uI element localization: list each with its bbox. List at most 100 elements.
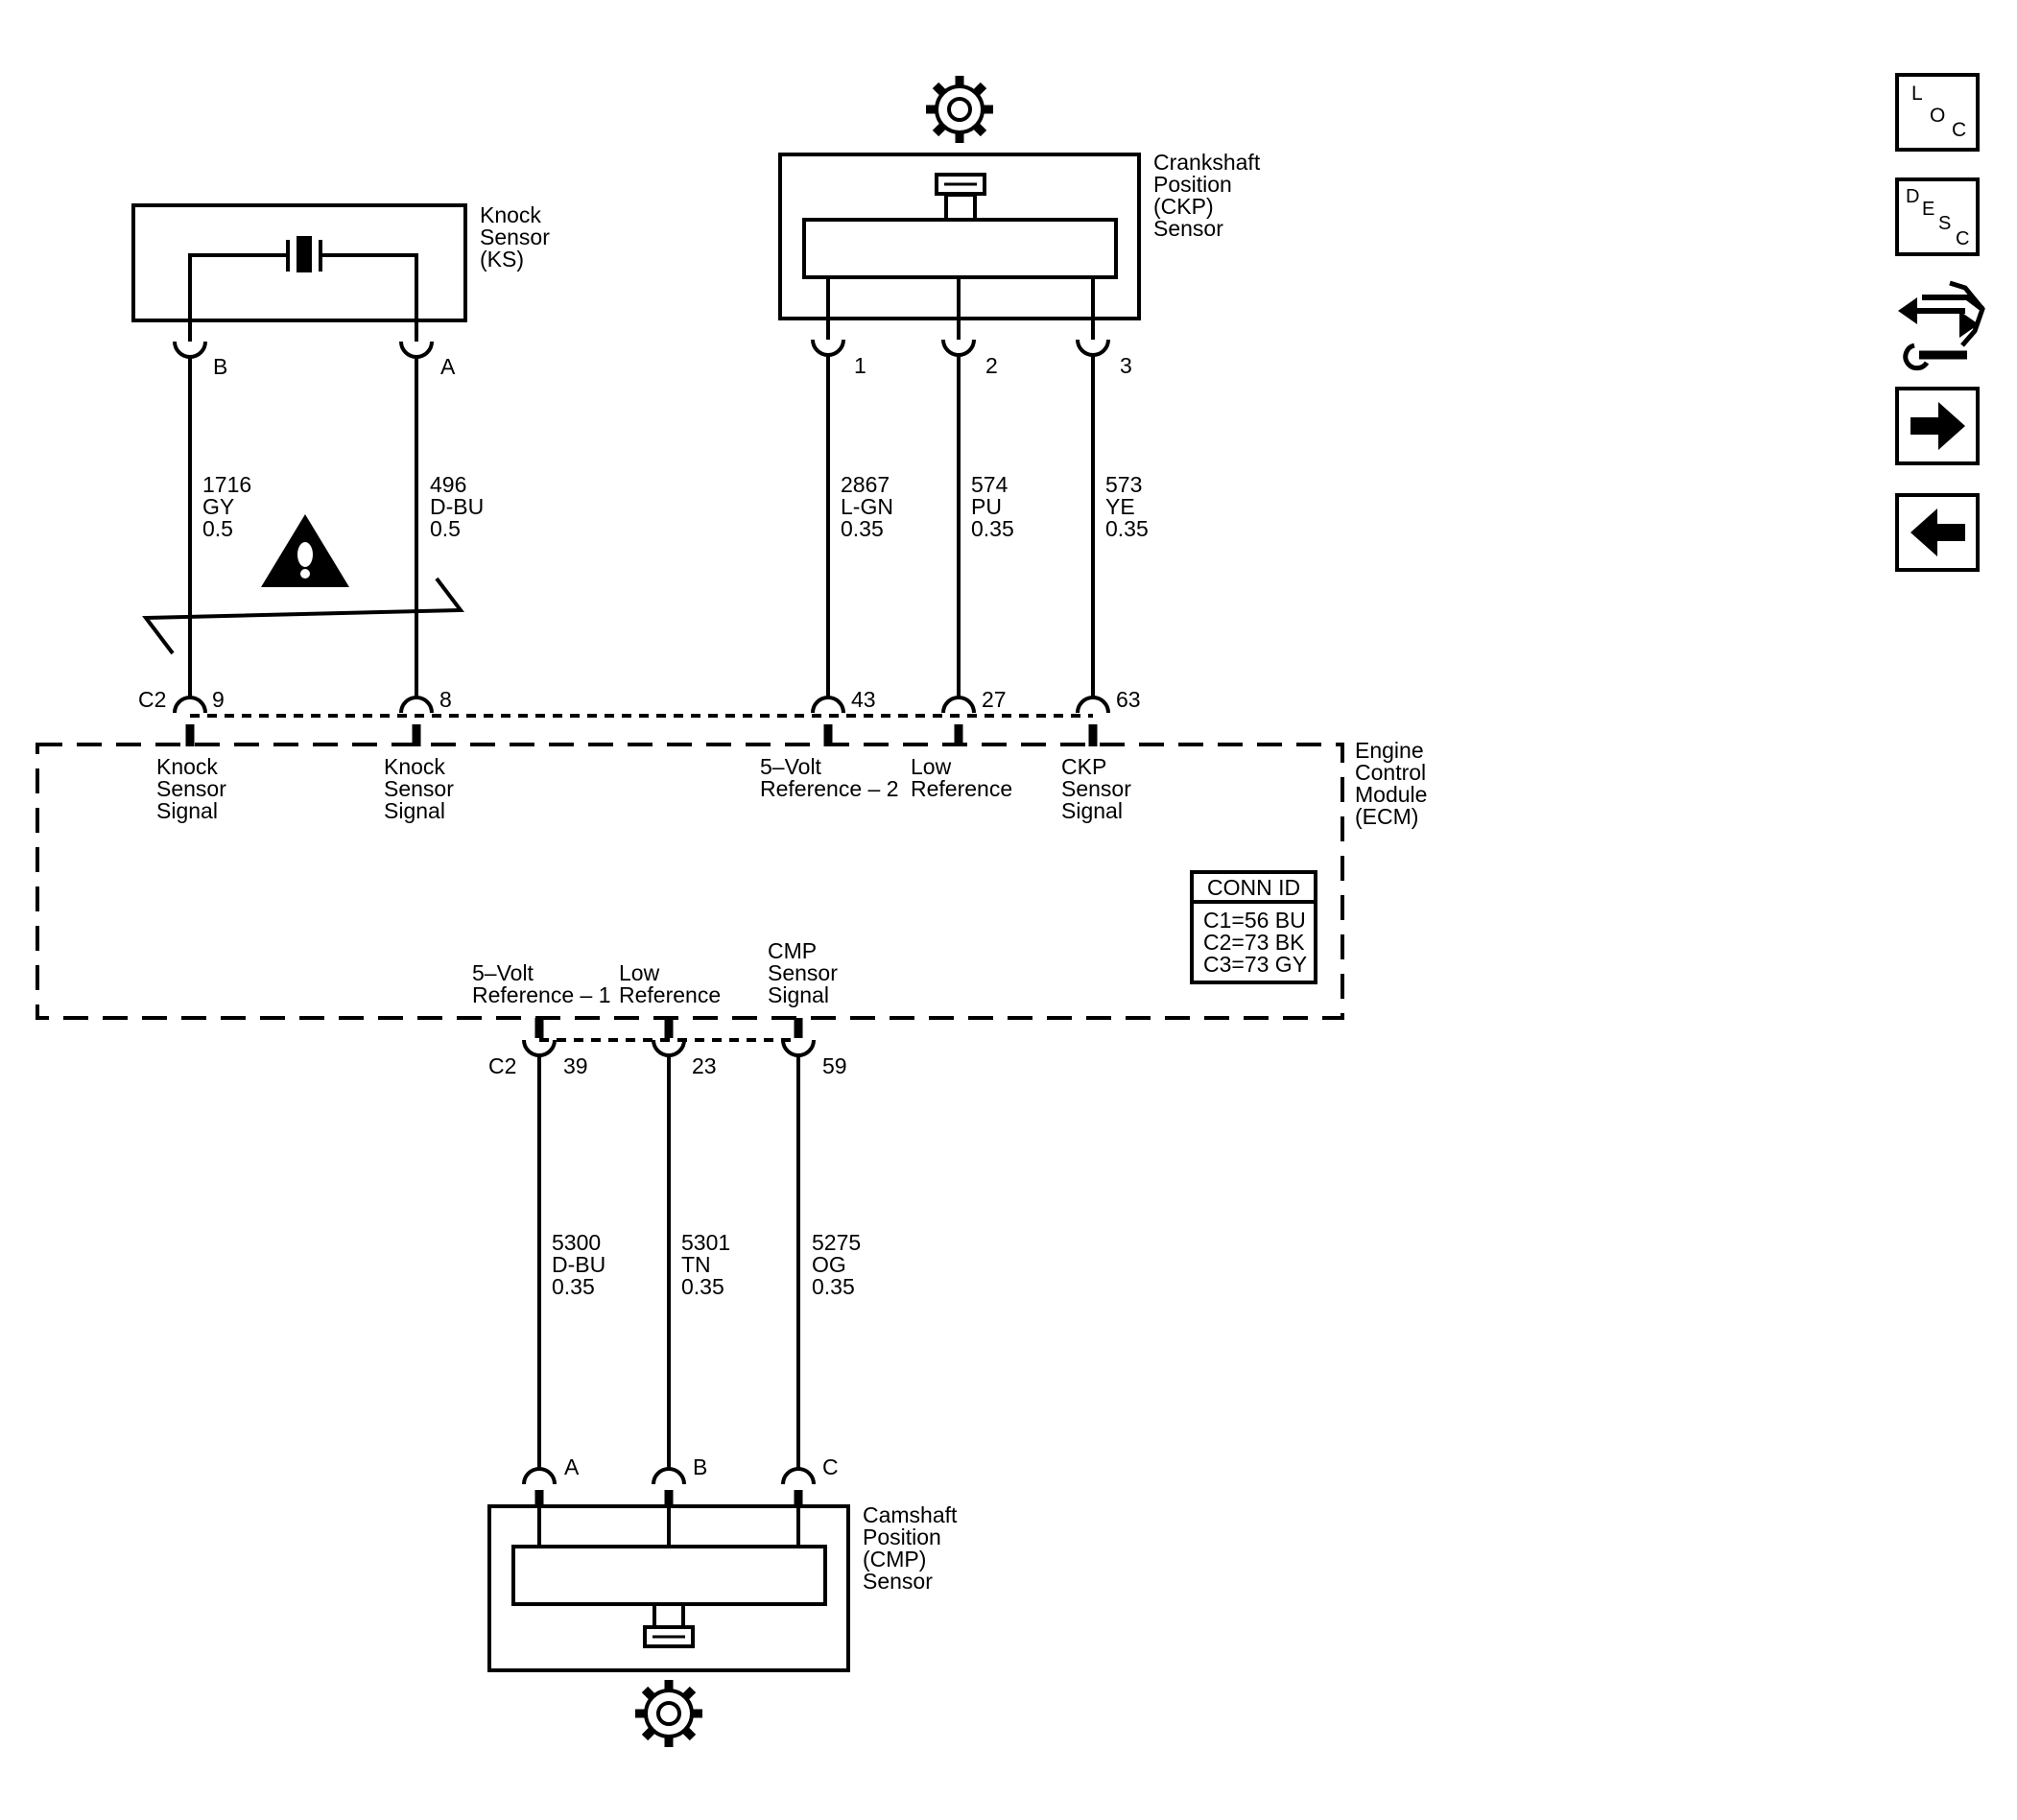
wire-5275-circuit: 5275 (812, 1230, 861, 1255)
cmp-sensor: Camshaft Position (CMP) Sensor (487, 1502, 958, 1747)
wire-574-color: PU (971, 494, 1002, 519)
wire-5301-gauge: 0.35 (681, 1274, 724, 1299)
ckp-sensor-name-3: (CKP) (1153, 194, 1214, 219)
wire-1716-gauge: 0.5 (202, 516, 233, 541)
conn-id-title: CONN ID (1207, 875, 1300, 900)
ks-pin-a: A (440, 354, 456, 379)
wire-5301-color: TN (681, 1252, 711, 1277)
wire-573-gauge: 0.35 (1105, 516, 1149, 541)
signal-cmp-line1: CMP (768, 938, 817, 963)
wire-2867-circuit: 2867 (841, 472, 890, 497)
ecm-module: Engine Control Module (ECM) Knock Sensor… (36, 738, 1427, 1020)
connector-terminal (652, 1039, 686, 1057)
conn-id-row-1: C1=56 BU (1203, 908, 1306, 933)
cmp-wires: 5300 D-BU 0.35 5301 TN 0.35 5275 OG 0.35… (522, 1055, 861, 1506)
wire-496-circuit: 496 (430, 472, 466, 497)
connector-wrench-icon[interactable] (1898, 280, 1985, 371)
desc-letter-s: S (1938, 213, 1951, 234)
warning-icon (261, 514, 349, 587)
ckp-gear-icon (926, 76, 993, 143)
connector-terminal (781, 1039, 816, 1057)
signal-ks-2-line3: Signal (384, 798, 445, 823)
conn-id-table: CONN ID C1=56 BU C2=73 BK C3=73 GY (1190, 870, 1317, 984)
cmp-sensor-name-4: Sensor (863, 1569, 933, 1594)
signal-low-ref-bottom-line2: Reference (619, 982, 721, 1007)
wire-1716-color: GY (202, 494, 234, 519)
connector-terminal (652, 1467, 686, 1485)
cmp-sensor-body (511, 1545, 827, 1606)
wire-574-circuit: 574 (971, 472, 1008, 497)
desc-icon[interactable]: D E S C (1895, 177, 1980, 256)
desc-letter-e: E (1922, 199, 1934, 220)
ckp-sensor: Crankshaft Position (CKP) Sensor (778, 76, 1261, 340)
piezo-crystal-icon (297, 236, 312, 272)
cmp-sensor-name-3: (CMP) (863, 1547, 926, 1572)
signal-low-ref-top-line1: Low (911, 754, 952, 779)
knock-sensor-name-3: (KS) (480, 247, 524, 272)
ckp-pin-2: 2 (985, 353, 998, 378)
ecm-pin-27: 27 (982, 687, 1007, 712)
signal-low-ref-bottom-line1: Low (619, 960, 660, 985)
signal-ks-2-line2: Sensor (384, 776, 454, 801)
ecm-pin-9: 9 (212, 687, 225, 712)
ecm-bottom-connector-id: C2 (488, 1053, 516, 1078)
signal-cmp-line2: Sensor (768, 960, 838, 985)
connector-terminal (173, 341, 207, 359)
connector-terminal (941, 696, 976, 714)
conn-id-row-2: C2=73 BK (1203, 930, 1305, 955)
cmp-pin-b: B (693, 1454, 707, 1479)
knock-sensor-name-1: Knock (480, 202, 541, 227)
wire-5300-gauge: 0.35 (552, 1274, 595, 1299)
wire-573-color: YE (1105, 494, 1135, 519)
connector-terminal (173, 696, 207, 714)
ecm-name-1: Engine (1355, 738, 1424, 763)
connector-terminal (781, 1467, 816, 1485)
ckp-pin-1: 1 (854, 353, 866, 378)
ecm-pin-63: 63 (1116, 687, 1141, 712)
ckp-sensor-name-2: Position (1153, 172, 1232, 197)
wire-5301-circuit: 5301 (681, 1230, 730, 1255)
signal-cmp-line3: Signal (768, 982, 829, 1007)
ecm-top-connector-id: C2 (138, 687, 166, 712)
wire-2867-color: L-GN (841, 494, 893, 519)
signal-ckp-line1: CKP (1061, 754, 1106, 779)
cmp-pin-a: A (564, 1454, 580, 1479)
wire-496-color: D-BU (430, 494, 484, 519)
signal-low-ref-top-line2: Reference (911, 776, 1012, 801)
ecm-pin-8: 8 (439, 687, 452, 712)
loc-letter-o: O (1930, 105, 1945, 127)
signal-5v-ref-1-line2: Reference – 1 (472, 982, 610, 1007)
connector-terminal (1076, 696, 1110, 714)
arrow-right-icon[interactable] (1895, 387, 1980, 465)
arrow-left-icon[interactable] (1895, 493, 1980, 572)
knock-sensor-wires: B A 1716 GY 0.5 496 D-BU 0.5 (142, 320, 484, 697)
connector-terminal (522, 1467, 557, 1485)
wire-5300-circuit: 5300 (552, 1230, 601, 1255)
wire-2867-gauge: 0.35 (841, 516, 884, 541)
signal-5v-ref-1-line1: 5–Volt (472, 960, 534, 985)
ecm-bottom-connector: C2 39 23 59 (488, 1018, 847, 1078)
connector-terminal (399, 696, 434, 714)
cmp-sensor-name-2: Position (863, 1525, 941, 1549)
side-nav: L O C D E S C (1895, 73, 1985, 572)
wire-574-gauge: 0.35 (971, 516, 1014, 541)
signal-5v-ref-2-line2: Reference – 2 (760, 776, 898, 801)
knock-sensor: Knock Sensor (KS) (131, 202, 550, 322)
wire-573-circuit: 573 (1105, 472, 1142, 497)
signal-ckp-line3: Signal (1061, 798, 1123, 823)
wire-5300-color: D-BU (552, 1252, 605, 1277)
signal-ks-1-line3: Signal (156, 798, 218, 823)
desc-letter-c: C (1956, 228, 1969, 249)
connector-terminal (811, 696, 845, 714)
signal-ks-1-line1: Knock (156, 754, 218, 779)
ckp-sensor-name-1: Crankshaft (1153, 150, 1261, 175)
signal-5v-ref-2-line1: 5–Volt (760, 754, 822, 779)
ckp-pin-3: 3 (1120, 353, 1132, 378)
signal-ks-1-line2: Sensor (156, 776, 226, 801)
conn-id-row-3: C3=73 GY (1203, 952, 1307, 977)
loc-icon[interactable]: L O C (1895, 73, 1980, 152)
ckp-sensor-name-4: Sensor (1153, 216, 1223, 241)
cmp-sensor-name-1: Camshaft (863, 1502, 958, 1527)
ecm-boundary (36, 743, 1344, 1020)
knock-sensor-name-2: Sensor (480, 225, 550, 249)
